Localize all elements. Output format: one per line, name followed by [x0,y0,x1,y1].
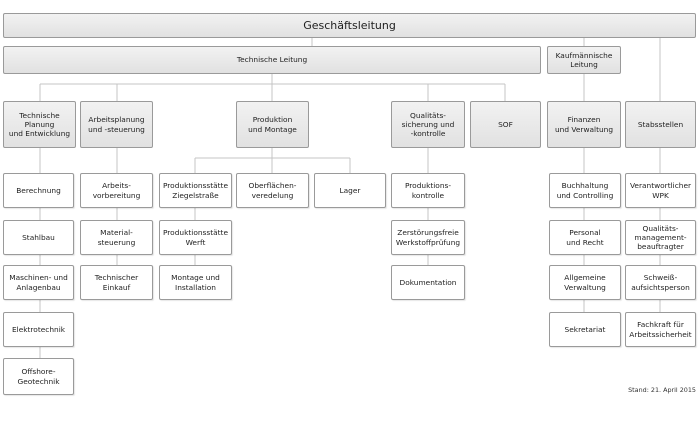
node-technische-planung: Technische Planung und Entwicklung [3,101,76,148]
node-schweissaufsichtsperson: Schweiß- aufsichtsperson [625,265,696,300]
node-produktionsstaette-ziegelstrasse: Produktionsstätte Ziegelstraße [159,173,232,208]
node-geschaeftsleitung: Geschäftsleitung [3,13,696,38]
node-montage-installation: Montage und Installation [159,265,232,300]
node-offshore-geotechnik: Offshore- Geotechnik [3,358,74,395]
node-berechnung: Berechnung [3,173,74,208]
node-lager: Lager [314,173,386,208]
node-fachkraft-arbeitssicherheit: Fachkraft für Arbeitssicherheit [625,312,696,347]
node-buchhaltung-controlling: Buchhaltung und Controlling [549,173,621,208]
node-qualitaetssicherung: Qualitäts- sicherung und -kontrolle [391,101,465,148]
node-produktionsstaette-werft: Produktionsstätte Werft [159,220,232,255]
node-stabsstellen: Stabsstellen [625,101,696,148]
node-personal-recht: Personal und Recht [549,220,621,255]
node-sof: SOF [470,101,541,148]
node-arbeitsplanung: Arbeitsplanung und -steuerung [80,101,153,148]
node-oberflaechenveredelung: Oberflächen- veredelung [236,173,309,208]
node-technischer-einkauf: Technischer Einkauf [80,265,153,300]
node-stahlbau: Stahlbau [3,220,74,255]
node-arbeitsvorbereitung: Arbeits- vorbereitung [80,173,153,208]
node-dokumentation: Dokumentation [391,265,465,300]
node-finanzen-verwaltung: Finanzen und Verwaltung [547,101,621,148]
node-qualitaetsmanagementbeauftragter: Qualitäts- management- beauftragter [625,220,696,255]
node-sekretariat: Sekretariat [549,312,621,347]
node-materialsteuerung: Material- steuerung [80,220,153,255]
node-kaufmaennische-leitung: Kaufmännische Leitung [547,46,621,74]
node-maschinen-anlagenbau: Maschinen- und Anlagenbau [3,265,74,300]
node-verantwortlicher-wpk: Verantwortlicher WPK [625,173,696,208]
stand-date: Stand: 21. April 2015 [628,386,696,394]
node-elektrotechnik: Elektrotechnik [3,312,74,347]
node-zerstoerungsfreie-werkstoffpruefung: Zerstörungsfreie Werkstoffprüfung [391,220,465,255]
node-produktion-montage: Produktion und Montage [236,101,309,148]
node-allgemeine-verwaltung: Allgemeine Verwaltung [549,265,621,300]
node-produktionskontrolle: Produktions- kontrolle [391,173,465,208]
node-technische-leitung: Technische Leitung [3,46,541,74]
